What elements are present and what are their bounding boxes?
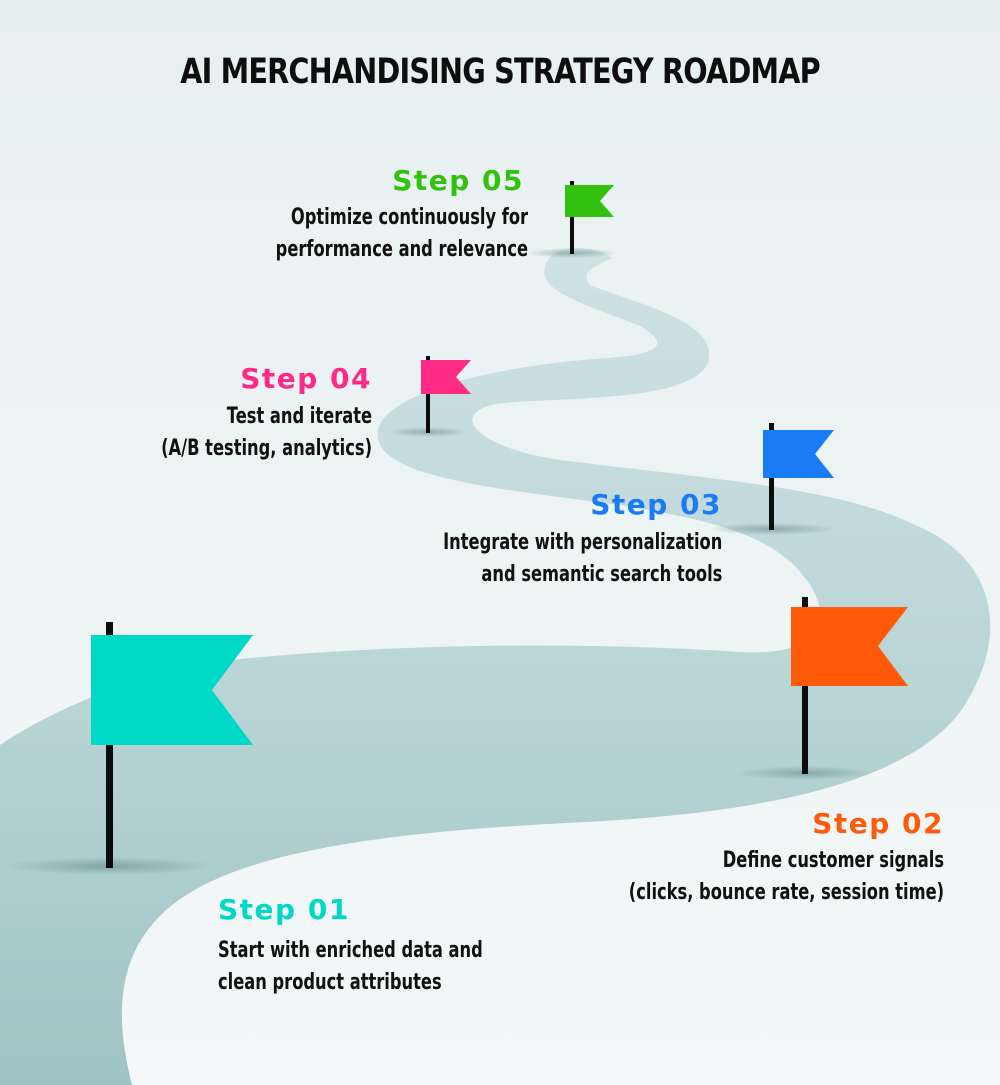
step-05-label: Step 05: [392, 164, 524, 197]
step-02-line-1: Define customer signals: [722, 848, 944, 873]
step-03-line-1: Integrate with personalization: [442, 530, 722, 555]
step-03-description: Integrate with personalization and seman…: [443, 527, 722, 591]
step-04-line-1: Test and iterate: [226, 404, 372, 429]
step-01-line-2: clean product attributes: [218, 970, 442, 995]
step-04-line-2: (A/B testing, analytics): [161, 436, 372, 461]
step-02-label: Step 02: [812, 807, 944, 840]
step-02-line-2: (clicks, bounce rate, session time): [628, 880, 944, 905]
step-01-description: Start with enriched data and clean produ…: [218, 935, 483, 999]
flag-step-01: [91, 622, 253, 868]
step-03-label: Step 03: [590, 488, 722, 521]
flag-step-05: [565, 181, 614, 254]
step-05-line-2: performance and relevance: [275, 237, 528, 262]
step-04-label: Step 04: [240, 362, 372, 395]
step-05-line-1: Optimize continuously for: [290, 205, 528, 230]
step-03-line-2: and semantic search tools: [481, 562, 722, 587]
step-05-description: Optimize continuously for performance an…: [276, 202, 528, 266]
flag-step-02: [791, 597, 908, 774]
step-01-label: Step 01: [218, 893, 350, 926]
page-title: AI MERCHANDISING STRATEGY ROADMAP: [180, 52, 820, 92]
winding-road: [0, 248, 991, 1085]
step-02-description: Define customer signals (clicks, bounce …: [629, 845, 944, 909]
flag-step-04: [421, 356, 471, 433]
step-04-description: Test and iterate (A/B testing, analytics…: [161, 401, 372, 465]
step-01-line-1: Start with enriched data and: [218, 938, 483, 963]
flag-step-03: [763, 423, 834, 530]
